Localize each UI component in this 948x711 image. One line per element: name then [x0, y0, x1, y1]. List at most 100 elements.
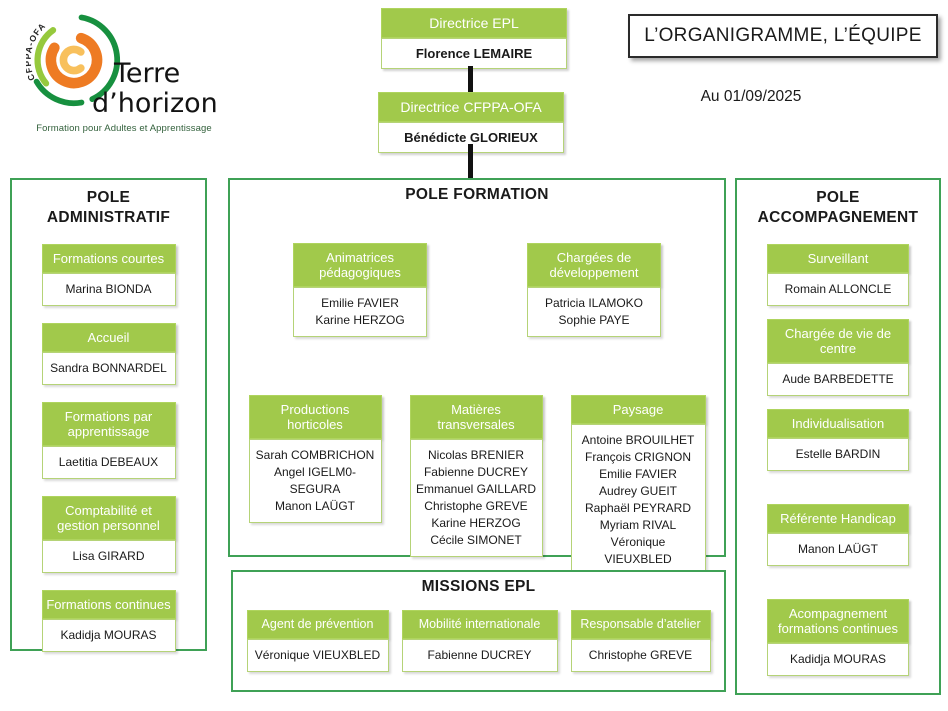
unit-role-header: Acompagnement formations continues	[767, 598, 909, 643]
unit-names: Christophe GREVE	[570, 638, 711, 672]
unit-role-header: Animatrices pédagogiques	[293, 242, 427, 287]
person-name: Lisa GIRARD	[72, 548, 145, 563]
person-name: Angel IGELM0-SEGURA	[273, 464, 357, 496]
role-header: Directrice CFPPA-OFA	[378, 92, 564, 122]
logo-brand-line2: d’horizon	[92, 88, 218, 119]
person-name: Emilie FAVIER	[599, 466, 677, 481]
pole-title: POLE ACCOMPAGNEMENT	[757, 189, 919, 226]
person-name: Cécile SIMONET	[430, 532, 522, 547]
unit-names: Sarah COMBRICHON Angel IGELM0-SEGURA Manon…	[248, 438, 382, 523]
slide-title-box: L’ORGANIGRAMME, L’ÉQUIPE	[628, 14, 938, 58]
unit-names: Laetitia DEBEAUX	[41, 445, 176, 479]
pole-title: POLE ADMINISTRATIF	[46, 189, 171, 226]
directrice-epl-box: Directrice EPL Florence LEMAIRE	[381, 8, 567, 69]
person-name: Christophe GREVE	[424, 498, 528, 513]
unit-names: Estelle BARDIN	[767, 437, 909, 471]
unit-names: Manon LAÜGT	[767, 532, 909, 566]
person-name: Patricia ILAMOKO	[544, 295, 644, 310]
unit-role-header: Agent de prévention	[246, 609, 389, 639]
person-name: Fabienne DUCREY	[427, 647, 532, 662]
directrice-cfppa-box: Directrice CFPPA-OFA Bénédicte GLORIEUX	[378, 92, 564, 153]
terre-dhorizon-logo: CFPPA-OFA Terre d’horizon Formation pour…	[22, 6, 226, 138]
person-name: Christophe GREVE	[588, 647, 693, 662]
person-name: Emmanuel GAILLARD	[415, 481, 537, 496]
hierarchy-connector	[468, 144, 473, 178]
unit-role-header: Mobilité internationale	[401, 609, 558, 639]
person-name: Myriam RIVAL	[599, 517, 677, 532]
person-name: Kadidja MOURAS	[60, 627, 157, 642]
unit-role-header: Matières transversales	[409, 394, 543, 439]
person-name: Sandra BONNARDEL	[50, 360, 167, 375]
person-name: Antoine BROUILHET	[581, 432, 695, 447]
unit-names: Lisa GIRARD	[41, 539, 176, 573]
unit-role-header: Surveillant	[767, 243, 909, 273]
person-name: Sophie PAYE	[558, 312, 630, 327]
unit-role-header: Accueil	[41, 322, 176, 352]
unit-names: Kadidja MOURAS	[767, 642, 909, 676]
person-name: Sarah COMBRICHON	[255, 447, 375, 462]
unit-names: Aude BARBEDETTE	[767, 362, 909, 396]
person-name: Audrey GUEIT	[598, 483, 678, 498]
person-name: Kadidja MOURAS	[789, 651, 887, 666]
person-name: Véronique VIEUXBLED	[254, 647, 381, 662]
unit-names: Patricia ILAMOKO Sophie PAYE	[527, 286, 661, 337]
logo-brand-line1: Terre	[114, 58, 181, 89]
unit-role-header: Productions horticoles	[248, 394, 382, 439]
unit-names: Kadidja MOURAS	[41, 618, 176, 652]
slide-title: L’ORGANIGRAMME, L’ÉQUIPE	[644, 25, 922, 46]
unit-names: Romain ALLONCLE	[767, 272, 909, 306]
hierarchy-connector	[468, 66, 473, 92]
unit-names: Fabienne DUCREY	[401, 638, 558, 672]
person-name: Véronique VIEUXBLED	[604, 534, 672, 566]
logo-tagline: Formation pour Adultes et Apprentissage	[36, 123, 212, 134]
logo-rings-icon: CFPPA-OFA	[26, 14, 121, 107]
pole-title: POLE FORMATION	[405, 186, 549, 203]
unit-names: Sandra BONNARDEL	[41, 351, 176, 385]
person-name: Karine HERZOG	[431, 515, 521, 530]
person-name: Florence LEMAIRE	[381, 38, 567, 69]
unit-role-header: Chargées de développement	[527, 242, 661, 287]
person-name: Karine HERZOG	[315, 312, 405, 327]
role-header: Directrice EPL	[381, 8, 567, 38]
person-name: Marina BIONDA	[65, 281, 152, 296]
person-name: Aude BARBEDETTE	[782, 371, 894, 386]
unit-role-header: Référente Handicap	[767, 503, 909, 533]
person-name: François CRIGNON	[584, 449, 691, 464]
person-name: Manon LAÜGT	[797, 541, 879, 556]
person-name: Manon LAÜGT	[274, 498, 356, 513]
person-name: Nicolas BRENIER	[427, 447, 525, 462]
effective-date: Au 01/09/2025	[700, 88, 802, 105]
person-name: Raphaël PEYRARD	[584, 500, 692, 515]
unit-role-header: Individualisation	[767, 408, 909, 438]
unit-role-header: Chargée de vie de centre	[767, 318, 909, 363]
unit-names: Véronique VIEUXBLED	[246, 638, 389, 672]
unit-role-header: Paysage	[570, 394, 706, 424]
unit-role-header: Formations continues	[41, 589, 176, 619]
unit-role-header: Formations courtes	[41, 243, 176, 273]
person-name: Estelle BARDIN	[795, 446, 881, 461]
person-name: Laetitia DEBEAUX	[58, 454, 159, 469]
